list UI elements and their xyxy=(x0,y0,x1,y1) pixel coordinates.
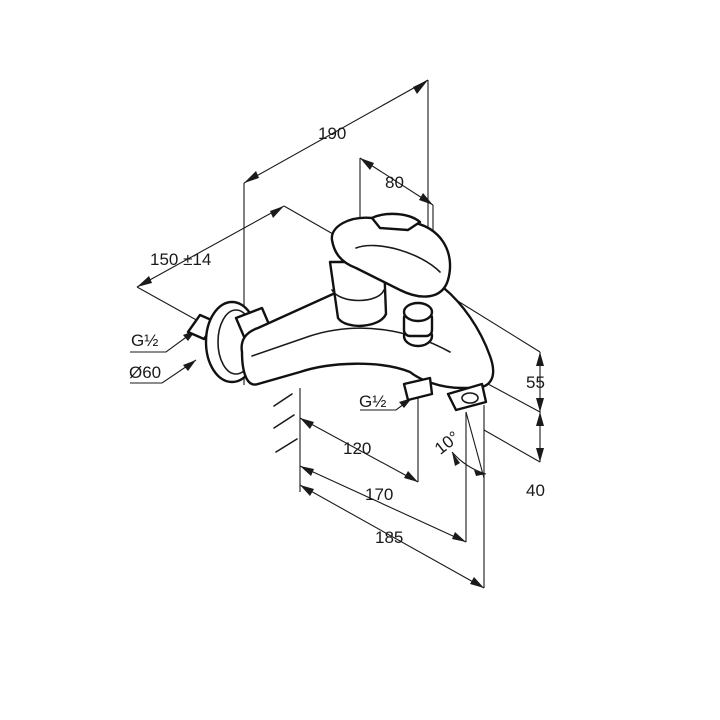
faucet-body xyxy=(186,212,495,412)
rosette-diameter-label: Ø60 xyxy=(129,363,161,382)
thread-outlet-label: G½ xyxy=(359,392,386,411)
dimension-lines xyxy=(130,79,544,589)
thread-wall-label: G½ xyxy=(131,331,158,350)
dim-total-length: 185 xyxy=(375,528,403,547)
dim-height-upper: 55 xyxy=(526,373,545,392)
spout-angle-label: 10° xyxy=(431,428,463,459)
dim-projection: 150 ±14 xyxy=(150,250,211,269)
dim-height-lower: 40 xyxy=(526,481,545,500)
dim-spout-distance: 170 xyxy=(365,485,393,504)
dim-outlet-distance: 120 xyxy=(343,439,371,458)
dim-lever-width: 80 xyxy=(385,173,404,192)
dim-overall-height: 190 xyxy=(318,124,346,143)
